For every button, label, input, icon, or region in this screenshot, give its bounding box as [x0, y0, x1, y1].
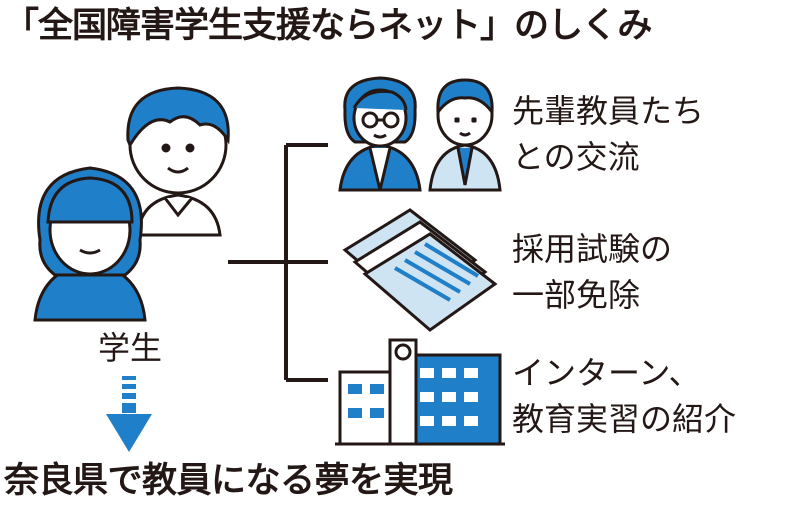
benefit-line-1: インターン、 [512, 354, 701, 392]
down-arrow-icon [106, 376, 152, 452]
result-text: 奈良県で教員になる夢を実現 [4, 461, 453, 501]
document-stack-icon [342, 208, 498, 332]
benefit-internship: インターン、 教育実習の紹介 [512, 350, 736, 442]
student-boy-icon [126, 86, 230, 237]
student-label: 学生 [98, 329, 163, 367]
student-girl-icon [33, 166, 147, 322]
benefit-line-2: との交流 [512, 138, 640, 176]
benefit-exam-exemption: 採用試験の 一部免除 [512, 226, 672, 318]
benefit-teacher-exchange: 先輩教員たち との交流 [512, 88, 704, 180]
teacher-woman-icon [338, 76, 422, 192]
school-building-icon [335, 338, 505, 446]
benefit-line-2: 一部免除 [512, 276, 641, 314]
diagram-title: 「全国障害学生支援ならネット」のしくみ [4, 6, 652, 46]
teacher-man-icon [428, 78, 502, 192]
benefit-line-2: 教育実習の紹介 [512, 400, 737, 438]
benefit-line-1: 先輩教員たち [512, 92, 705, 130]
benefit-line-1: 採用試験の [512, 230, 673, 268]
branch-lines [228, 143, 328, 382]
